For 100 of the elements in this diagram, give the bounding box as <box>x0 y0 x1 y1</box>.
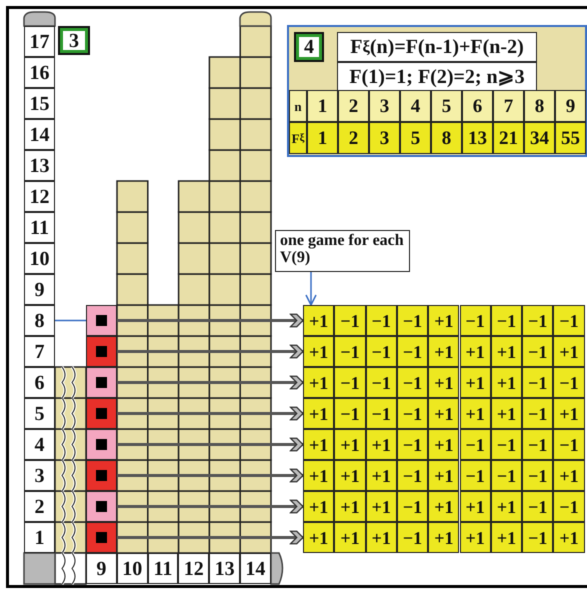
value-cell: −1 <box>334 336 366 367</box>
value-cell: +1 <box>303 367 334 398</box>
table-cell: 9 <box>555 90 586 122</box>
table-cell: 13 <box>462 122 493 154</box>
value-cell: +1 <box>490 491 522 522</box>
row-number: 6 <box>24 367 55 398</box>
row-number: 3 <box>24 460 55 491</box>
row-number: 10 <box>24 243 55 274</box>
value-cell: +1 <box>303 398 334 429</box>
column-number: 9 <box>86 553 117 584</box>
row-number: 16 <box>24 57 55 88</box>
value-cell: +1 <box>553 398 585 429</box>
table-cell: 2 <box>338 90 369 122</box>
value-cell: −1 <box>460 305 491 336</box>
value-cell: −1 <box>460 460 491 491</box>
value-cell: +1 <box>553 460 585 491</box>
row-number: 12 <box>24 181 55 212</box>
value-cell: −1 <box>366 367 397 398</box>
value-cell: +1 <box>428 522 460 553</box>
panel-number: 4 <box>294 32 324 62</box>
value-cell: −1 <box>522 398 554 429</box>
callout-note: one game for each V(9) <box>275 230 410 272</box>
value-cell: +1 <box>428 367 460 398</box>
value-cell: +1 <box>303 491 334 522</box>
value-cell: −1 <box>522 336 554 367</box>
value-cell: −1 <box>553 491 585 522</box>
table-cell: 21 <box>493 122 524 154</box>
value-cell: −1 <box>522 367 554 398</box>
value-cell: +1 <box>366 429 397 460</box>
value-cell: +1 <box>303 460 334 491</box>
value-cell: −1 <box>366 336 397 367</box>
value-cell: +1 <box>428 336 460 367</box>
value-cell: −1 <box>396 460 428 491</box>
value-cell: −1 <box>396 429 428 460</box>
leader-arrow <box>305 272 317 306</box>
panel-number: 3 <box>58 26 90 55</box>
row-number: 8 <box>24 305 55 336</box>
marker-square <box>86 429 117 460</box>
table-cell: 5 <box>400 122 431 154</box>
value-cell: −1 <box>490 305 522 336</box>
value-cell: +1 <box>303 522 334 553</box>
value-cell: +1 <box>366 522 397 553</box>
marker-square <box>86 305 117 336</box>
value-cell: −1 <box>522 429 554 460</box>
value-cell: −1 <box>460 429 491 460</box>
value-cell: +1 <box>460 398 491 429</box>
value-cell: +1 <box>303 336 334 367</box>
marker-square <box>86 522 117 553</box>
table-cell: 55 <box>555 122 586 154</box>
table-cell: 7 <box>493 90 524 122</box>
value-cell: −1 <box>334 305 366 336</box>
value-cell: −1 <box>553 305 585 336</box>
value-cell: −1 <box>490 429 522 460</box>
row-number: 11 <box>24 212 55 243</box>
marker-square <box>86 460 117 491</box>
marker-square <box>86 491 117 522</box>
value-cell: −1 <box>522 522 554 553</box>
value-cell: +1 <box>553 336 585 367</box>
value-cell: −1 <box>396 367 428 398</box>
value-cell: +1 <box>428 305 460 336</box>
row-number: 2 <box>24 491 55 522</box>
value-cell: +1 <box>428 429 460 460</box>
value-cell: +1 <box>334 491 366 522</box>
column-number: 11 <box>148 553 178 584</box>
row-number: 5 <box>24 398 55 429</box>
table-cell: 1 <box>307 122 338 154</box>
value-cell: −1 <box>522 460 554 491</box>
value-cell: −1 <box>396 305 428 336</box>
value-cell: −1 <box>366 305 397 336</box>
row-number: 15 <box>24 88 55 119</box>
column-number: 12 <box>178 553 210 584</box>
value-cell: −1 <box>334 367 366 398</box>
value-cell: −1 <box>522 491 554 522</box>
value-cell: +1 <box>553 522 585 553</box>
value-cell: −1 <box>553 367 585 398</box>
value-cell: +1 <box>428 460 460 491</box>
value-cell: +1 <box>303 305 334 336</box>
column-number: 13 <box>209 553 240 584</box>
marker-square <box>86 336 117 367</box>
table-cell: 34 <box>524 122 555 154</box>
table-cell: 8 <box>524 90 555 122</box>
value-cell: +1 <box>460 336 491 367</box>
row-number: 7 <box>24 336 55 367</box>
value-cell: +1 <box>334 460 366 491</box>
value-cell: +1 <box>460 491 491 522</box>
row-number: 1 <box>24 522 55 553</box>
value-cell: +1 <box>460 522 491 553</box>
table-cell: 6 <box>462 90 493 122</box>
row-number: 17 <box>24 26 55 57</box>
table-cell: 3 <box>369 122 400 154</box>
table-cell: 8 <box>431 122 462 154</box>
value-cell: +1 <box>334 522 366 553</box>
row-number: 9 <box>24 274 55 305</box>
value-cell: −1 <box>553 429 585 460</box>
value-cell: −1 <box>366 398 397 429</box>
table-cell: n <box>289 90 307 122</box>
marker-square <box>86 367 117 398</box>
value-cell: +1 <box>490 398 522 429</box>
value-cell: +1 <box>490 336 522 367</box>
value-cell: −1 <box>396 336 428 367</box>
